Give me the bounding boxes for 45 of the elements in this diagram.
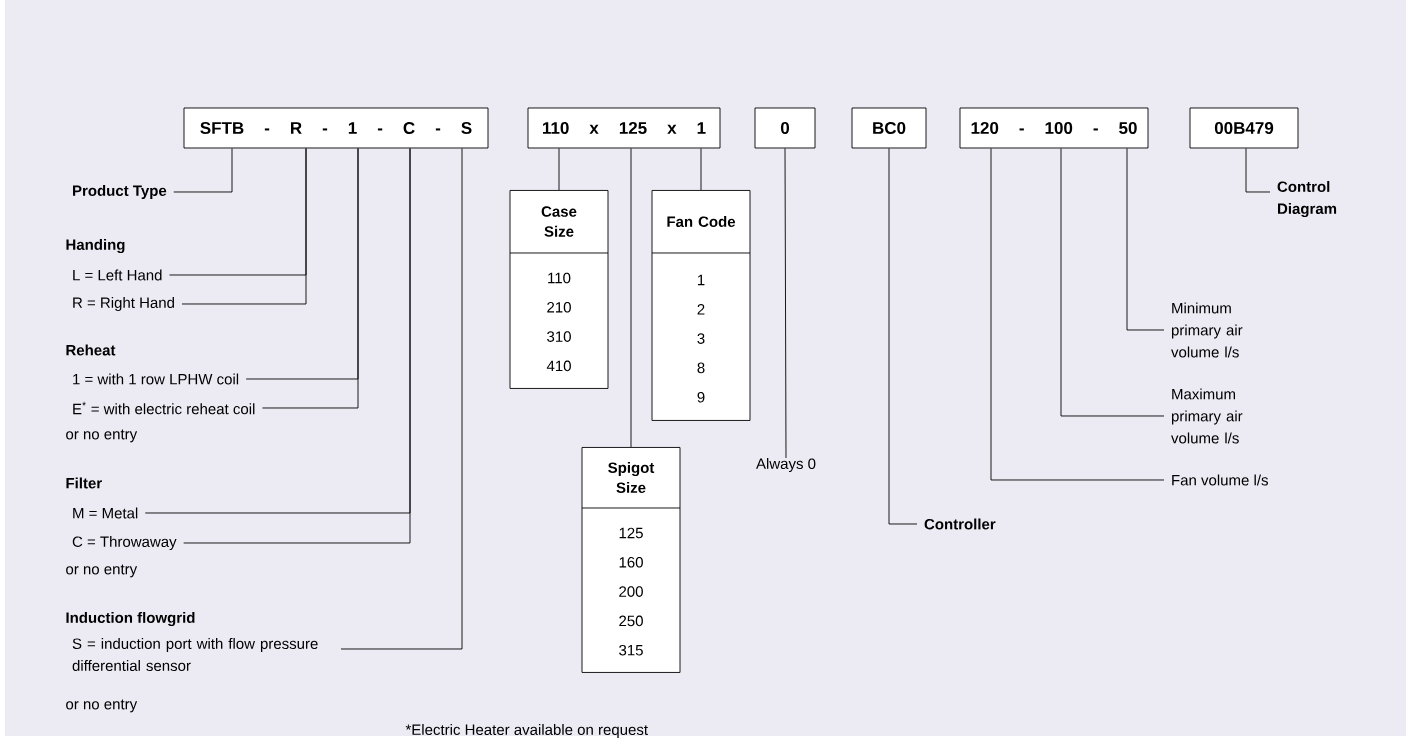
leader-line [630, 148, 632, 448]
leader-line [990, 148, 1165, 481]
code-box: 120 - 100 - 50 [959, 107, 1149, 149]
option-text: Maximum primary air volume l/s [1171, 388, 1243, 444]
note-text: or no entry [66, 564, 138, 578]
section-heading: Reheat [66, 344, 116, 356]
leader-line [1245, 148, 1271, 193]
option-text: R = Right Hand [73, 297, 174, 311]
section-heading: Filter [66, 477, 102, 489]
code-box: 0 [754, 107, 816, 149]
heading-text: Product Type [73, 185, 167, 199]
option-text: L = Left Hand [73, 269, 162, 281]
option-text: S = induction port with flow pressure differential sensor [72, 638, 318, 671]
leader-line [340, 148, 463, 650]
leader-line [173, 148, 233, 193]
option-text: Minimum primary air volume l/s [1171, 302, 1243, 358]
leader-line [1060, 148, 1165, 417]
section-heading: Handing [66, 238, 125, 253]
heading-text: Controller [924, 518, 996, 530]
leader-line [181, 148, 307, 305]
code-box: SFTB - R - 1 - C - S [183, 107, 489, 149]
option-text: E$^{*}$ = with electric reheat coil [73, 401, 255, 415]
heading-text: Control Diagram [1277, 181, 1337, 218]
leader-line [784, 148, 787, 459]
option-text: M = Metal [73, 507, 138, 519]
code-box: BC0 [851, 107, 927, 149]
note-text: or no entry [66, 699, 138, 713]
section-heading: Induction flowgrid [66, 611, 195, 626]
leader-line [558, 148, 560, 191]
option-text: Always 0 [756, 458, 816, 472]
option-text: C = Throwaway [72, 536, 177, 550]
code-box: 00B479 [1189, 107, 1299, 149]
footnote: *Electric Heater available on request [405, 724, 648, 738]
code-table: Case Size 110 210 310 410 [509, 190, 609, 389]
option-text: 1 = with 1 row LPHW coil [73, 373, 239, 385]
leader-line [261, 148, 359, 409]
code-table: Fan Code 1 2 3 8 9 [651, 190, 751, 421]
code-box: 110 x 125 x 1 [527, 107, 721, 149]
code-table: Spigot Size 125 160 200 250 315 [581, 447, 681, 673]
leader-line [1126, 148, 1165, 331]
option-text: Fan volume l/s [1172, 474, 1268, 486]
note-text: or no entry [66, 429, 138, 443]
leader-line [183, 148, 411, 544]
leader-line [700, 148, 702, 191]
leader-line [888, 148, 918, 525]
